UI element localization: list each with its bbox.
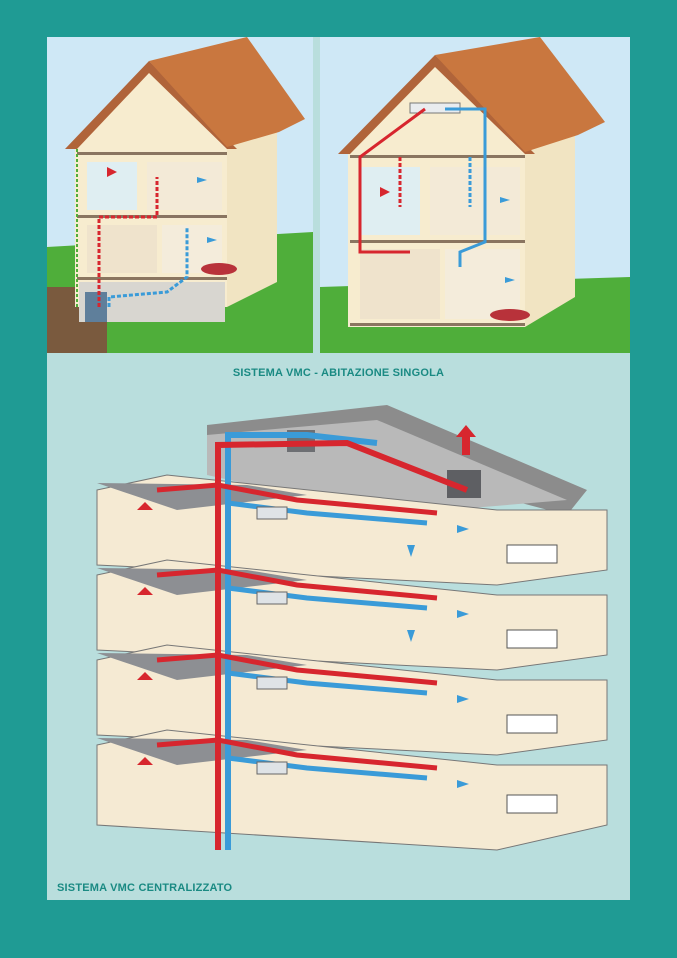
house-illustration-left [47,37,313,353]
caption-centralized: SISTEMA VMC CENTRALIZZATO [57,882,233,894]
caption-single-home: SISTEMA VMC - ABITAZIONE SINGOLA [232,367,445,379]
house-illustration-right [320,37,630,353]
building-illustration [96,405,608,851]
